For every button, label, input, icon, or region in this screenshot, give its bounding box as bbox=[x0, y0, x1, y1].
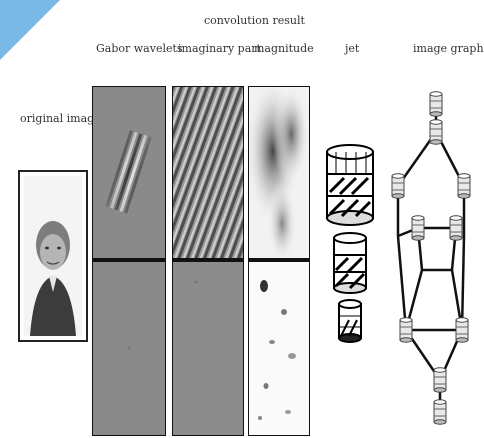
graph-edges bbox=[398, 104, 464, 412]
image-graph-diagram bbox=[384, 90, 480, 436]
imaginary-part-label: imaginary part bbox=[178, 42, 261, 55]
jet-diagram bbox=[322, 138, 378, 348]
magnitude-panel bbox=[248, 86, 310, 436]
jet-cylinder-small bbox=[339, 300, 361, 342]
convolution-result-label: convolution result bbox=[204, 14, 305, 27]
original-portrait bbox=[18, 170, 88, 342]
gabor-wavelets-label: Gabor wavelets bbox=[96, 42, 183, 55]
corner-decoration bbox=[0, 0, 60, 60]
magnitude-label: magnitude bbox=[254, 42, 314, 55]
imaginary-part-panel bbox=[172, 86, 244, 436]
jet-label: jet bbox=[345, 42, 359, 55]
gabor-wavelets-panel bbox=[92, 86, 166, 436]
image-graph-label: image graph bbox=[413, 42, 484, 55]
jet-cylinder-large bbox=[327, 145, 373, 225]
jet-cylinder-medium bbox=[334, 233, 366, 293]
graph-nodes bbox=[392, 92, 470, 424]
original-image-label: original image bbox=[20, 112, 101, 125]
